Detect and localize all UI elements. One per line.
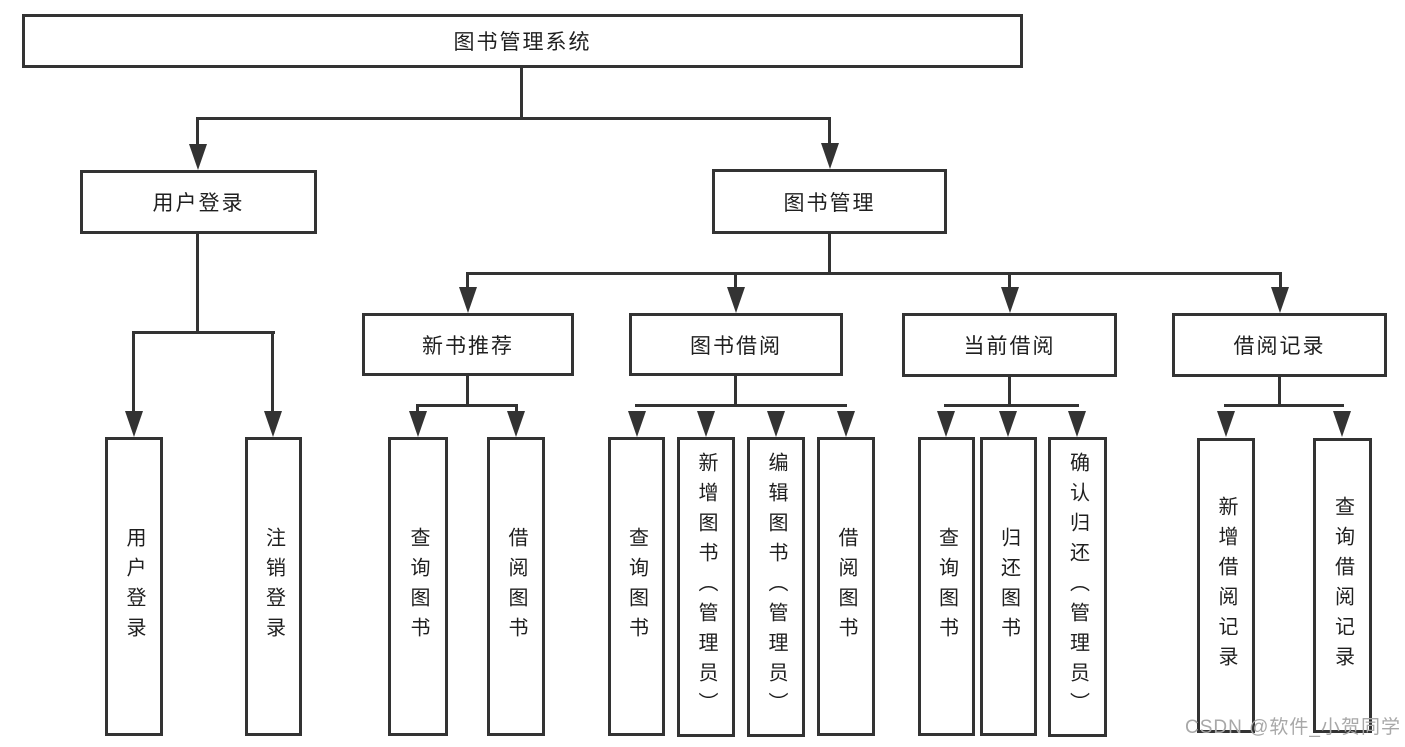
arrow-down-icon [264, 411, 282, 437]
edge-current-hline [944, 404, 1079, 407]
edge-current-vline [1008, 377, 1011, 407]
edge-root-mgmt-stub [828, 117, 831, 147]
leaf-confirm-return-admin: 确认归还（管理员） [1048, 437, 1107, 737]
edge-records-vline [1278, 377, 1281, 407]
leaf-query-borrow-record: 查询借阅记录 [1313, 438, 1372, 733]
leaf-add-books-admin: 新增图书（管理员） [677, 437, 735, 737]
edge-user-stub-2 [271, 331, 274, 415]
node-book-borrowing: 图书借阅 [629, 313, 843, 376]
node-new-book-recommend: 新书推荐 [362, 313, 574, 376]
leaf-edit-books-admin: 编辑图书（管理员） [747, 437, 805, 737]
node-user-login: 用户登录 [80, 170, 317, 234]
arrow-down-icon [767, 411, 785, 437]
node-borrow-records: 借阅记录 [1172, 313, 1387, 377]
arrow-down-icon [409, 411, 427, 437]
edge-mgmt-stub-2 [734, 272, 737, 290]
arrow-down-icon [837, 411, 855, 437]
leaf-query-books-current: 查询图书 [918, 437, 975, 736]
edge-user-vline [196, 234, 199, 334]
leaf-user-login: 用户登录 [105, 437, 163, 736]
edge-records-hline [1224, 404, 1344, 407]
arrow-down-icon [1217, 411, 1235, 437]
node-current-borrowing: 当前借阅 [902, 313, 1117, 377]
edge-recommend-stub-1 [416, 404, 419, 414]
leaf-logout-login: 注销登录 [245, 437, 302, 736]
leaf-borrow-books-borrowing: 借阅图书 [817, 437, 875, 736]
node-root: 图书管理系统 [22, 14, 1023, 68]
arrow-down-icon [1271, 287, 1289, 313]
node-book-management: 图书管理 [712, 169, 947, 234]
edge-borrowing-hline [635, 404, 847, 407]
watermark: CSDN @软件_小贺同学 [1185, 717, 1401, 738]
edge-user-stub-1 [132, 331, 135, 415]
arrow-down-icon [999, 411, 1017, 437]
edge-user-hline [132, 331, 275, 334]
edge-borrowing-vline [734, 376, 737, 407]
edge-recommend-vline [466, 376, 469, 407]
arrow-down-icon [697, 411, 715, 437]
edge-mgmt-vline [828, 234, 831, 275]
edge-mgmt-hline [466, 272, 1282, 275]
leaf-return-books: 归还图书 [980, 437, 1037, 736]
arrow-down-icon [1001, 287, 1019, 313]
leaf-query-books-recommend: 查询图书 [388, 437, 448, 736]
leaf-add-borrow-record: 新增借阅记录 [1197, 438, 1255, 733]
edge-root-user-stub [196, 117, 199, 147]
leaf-query-books-borrowing: 查询图书 [608, 437, 665, 736]
edge-recommend-stub-2 [515, 404, 518, 414]
leaf-borrow-books-recommend: 借阅图书 [487, 437, 545, 736]
arrow-down-icon [189, 144, 207, 170]
edge-root-vline [520, 68, 523, 118]
arrow-down-icon [727, 287, 745, 313]
arrow-down-icon [628, 411, 646, 437]
arrow-down-icon [125, 411, 143, 437]
edge-mgmt-stub-1 [466, 272, 469, 290]
arrow-down-icon [459, 287, 477, 313]
arrow-down-icon [1068, 411, 1086, 437]
edge-mgmt-stub-4 [1279, 272, 1282, 290]
edge-mgmt-stub-3 [1008, 272, 1011, 290]
edge-recommend-hline [416, 404, 518, 407]
arrow-down-icon [1333, 411, 1351, 437]
edge-root-hline [196, 117, 831, 120]
arrow-down-icon [821, 143, 839, 169]
arrow-down-icon [937, 411, 955, 437]
arrow-down-icon [507, 411, 525, 437]
